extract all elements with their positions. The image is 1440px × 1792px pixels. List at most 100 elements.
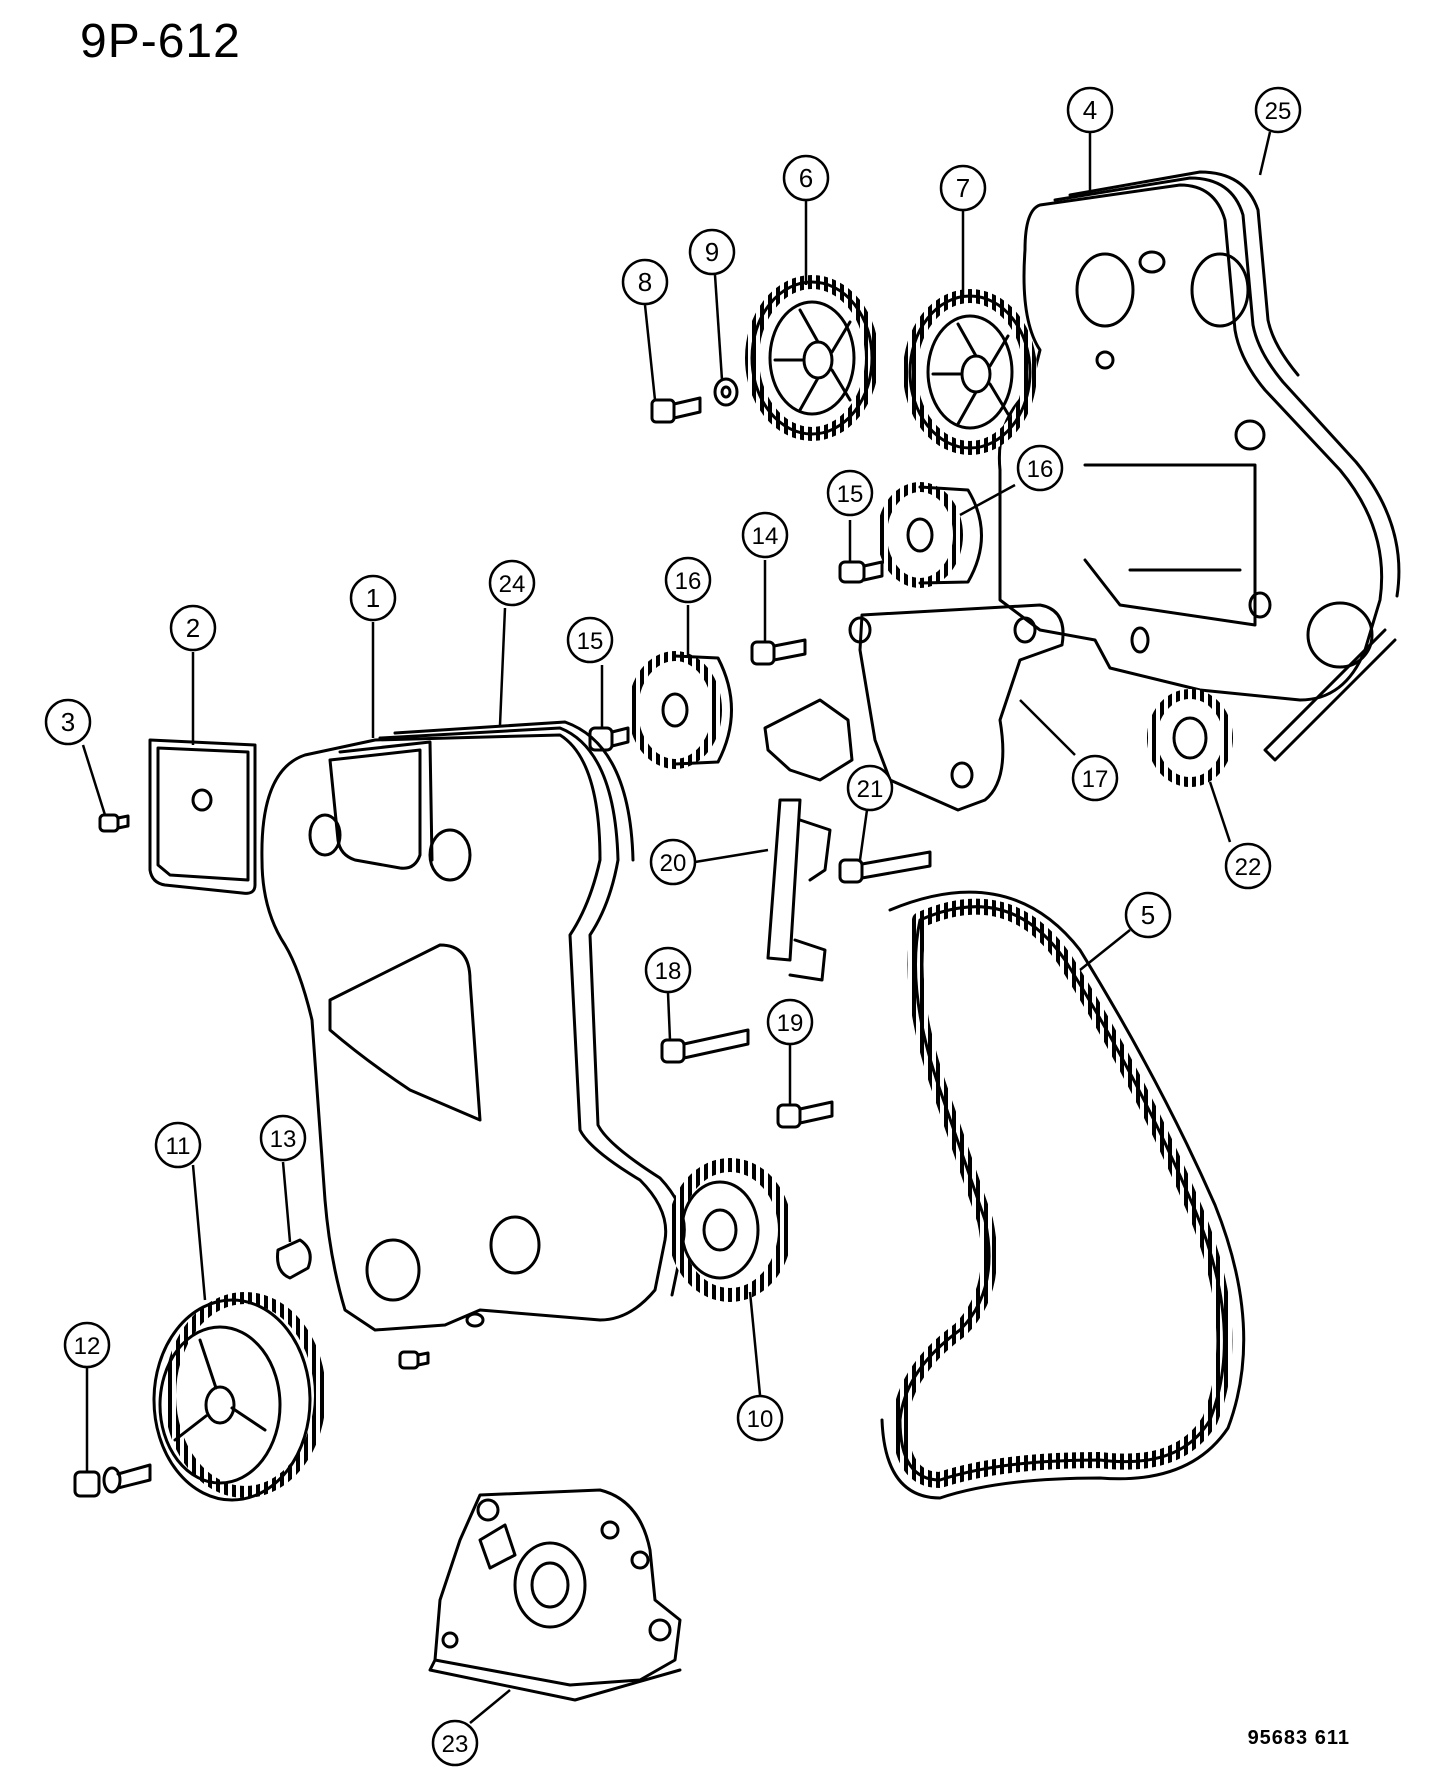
callout-circle (741, 511, 789, 559)
callout-circle (1016, 444, 1064, 492)
upper-cover-2 (148, 738, 257, 895)
callout-9: 9 (688, 228, 736, 276)
callout-number: 22 (1235, 854, 1262, 881)
camshaft-sprocket-6 (745, 275, 879, 441)
callout-circle (431, 1719, 479, 1767)
callout-circle (688, 228, 736, 276)
callout-circle (169, 604, 217, 652)
oil-pump-23 (428, 1488, 682, 1702)
callout-number: 2 (186, 613, 200, 643)
callout-circle (1254, 86, 1302, 134)
bolt-15-center (588, 726, 630, 752)
bolt-12 (73, 1463, 152, 1498)
callout-21: 21 (846, 764, 894, 812)
callout-circle (259, 1114, 307, 1162)
figure-id: 95683 611 (1247, 1727, 1350, 1749)
callout-24: 24 (488, 559, 536, 607)
cover-bolt (398, 1350, 430, 1370)
callout-number: 1 (366, 583, 380, 613)
callout-circle (1124, 891, 1172, 939)
callout-number: 9 (705, 237, 719, 267)
callout-23: 23 (431, 1719, 479, 1767)
callout-number: 12 (74, 1333, 101, 1360)
callout-circle (154, 1121, 202, 1169)
callout-circle (644, 946, 692, 994)
callout-4: 4 (1066, 86, 1114, 134)
washer-9 (713, 377, 739, 407)
leader-lines (81, 131, 1272, 1724)
callout-19: 19 (766, 998, 814, 1046)
bolt-21 (838, 850, 932, 884)
callout-number: 15 (577, 628, 604, 655)
callout-number: 21 (857, 776, 884, 803)
callout-number: 15 (837, 481, 864, 508)
callout-18: 18 (644, 946, 692, 994)
callout-number: 16 (675, 568, 702, 595)
callout-number: 6 (799, 163, 813, 193)
callout-14: 14 (741, 511, 789, 559)
callout-number: 3 (61, 707, 75, 737)
timing-belt-5 (880, 890, 1246, 1500)
callout-1: 1 (349, 574, 397, 622)
callout-circle (621, 258, 669, 306)
front-timing-cover (260, 720, 686, 1332)
callout-number: 7 (956, 173, 970, 203)
sprocket-22 (1147, 689, 1233, 787)
page-code: 9P-612 (80, 15, 241, 68)
callout-16: 16 (1016, 444, 1064, 492)
bolt-8 (650, 396, 702, 424)
idler-pulley-16-upper (877, 482, 983, 588)
callout-11: 11 (154, 1121, 202, 1169)
callout-22: 22 (1224, 842, 1272, 890)
callout-circle (1071, 754, 1119, 802)
callout-2: 2 (169, 604, 217, 652)
callout-circle (488, 559, 536, 607)
bolt-18 (660, 1028, 750, 1064)
callout-number: 17 (1082, 766, 1109, 793)
callout-number: 24 (499, 571, 526, 598)
callout-circle (649, 838, 697, 886)
callout-number: 16 (1027, 456, 1054, 483)
callout-circle (782, 154, 830, 202)
callout-circle (766, 998, 814, 1046)
callout-circle (566, 616, 614, 664)
callout-number: 20 (660, 850, 687, 877)
callout-circle (44, 698, 92, 746)
callout-circle (939, 164, 987, 212)
callout-13: 13 (259, 1114, 307, 1162)
key-13 (276, 1238, 312, 1280)
camshaft-sprocket-7 (903, 289, 1037, 455)
callout-number: 18 (655, 958, 682, 985)
callout-20: 20 (649, 838, 697, 886)
crankshaft-sprocket-10 (668, 1158, 792, 1302)
callout-number: 10 (747, 1406, 774, 1433)
callout-17: 17 (1071, 754, 1119, 802)
bolt-19 (776, 1100, 834, 1129)
callout-8: 8 (621, 258, 669, 306)
callout-number: 11 (166, 1133, 191, 1160)
callout-15: 15 (566, 616, 614, 664)
callout-25: 25 (1254, 86, 1302, 134)
callout-3: 3 (44, 698, 92, 746)
crankshaft-pulley-11 (152, 1292, 326, 1502)
callout-6: 6 (782, 154, 830, 202)
callout-circle (1066, 86, 1114, 134)
callout-circle (1224, 842, 1272, 890)
callout-5: 5 (1124, 891, 1172, 939)
callout-circle (63, 1321, 111, 1369)
tensioner-bracket-17 (848, 603, 1065, 812)
callout-circle (736, 1394, 784, 1442)
callout-16: 16 (664, 556, 712, 604)
callout-circle (826, 469, 874, 517)
bolt-15-upper (838, 560, 884, 584)
callout-12: 12 (63, 1321, 111, 1369)
callout-number: 25 (1265, 98, 1292, 125)
tensioner-20 (763, 698, 854, 982)
callout-number: 13 (270, 1126, 297, 1153)
bolt-14 (750, 638, 807, 666)
bolt-3 (98, 813, 130, 833)
callout-number: 19 (777, 1010, 804, 1037)
